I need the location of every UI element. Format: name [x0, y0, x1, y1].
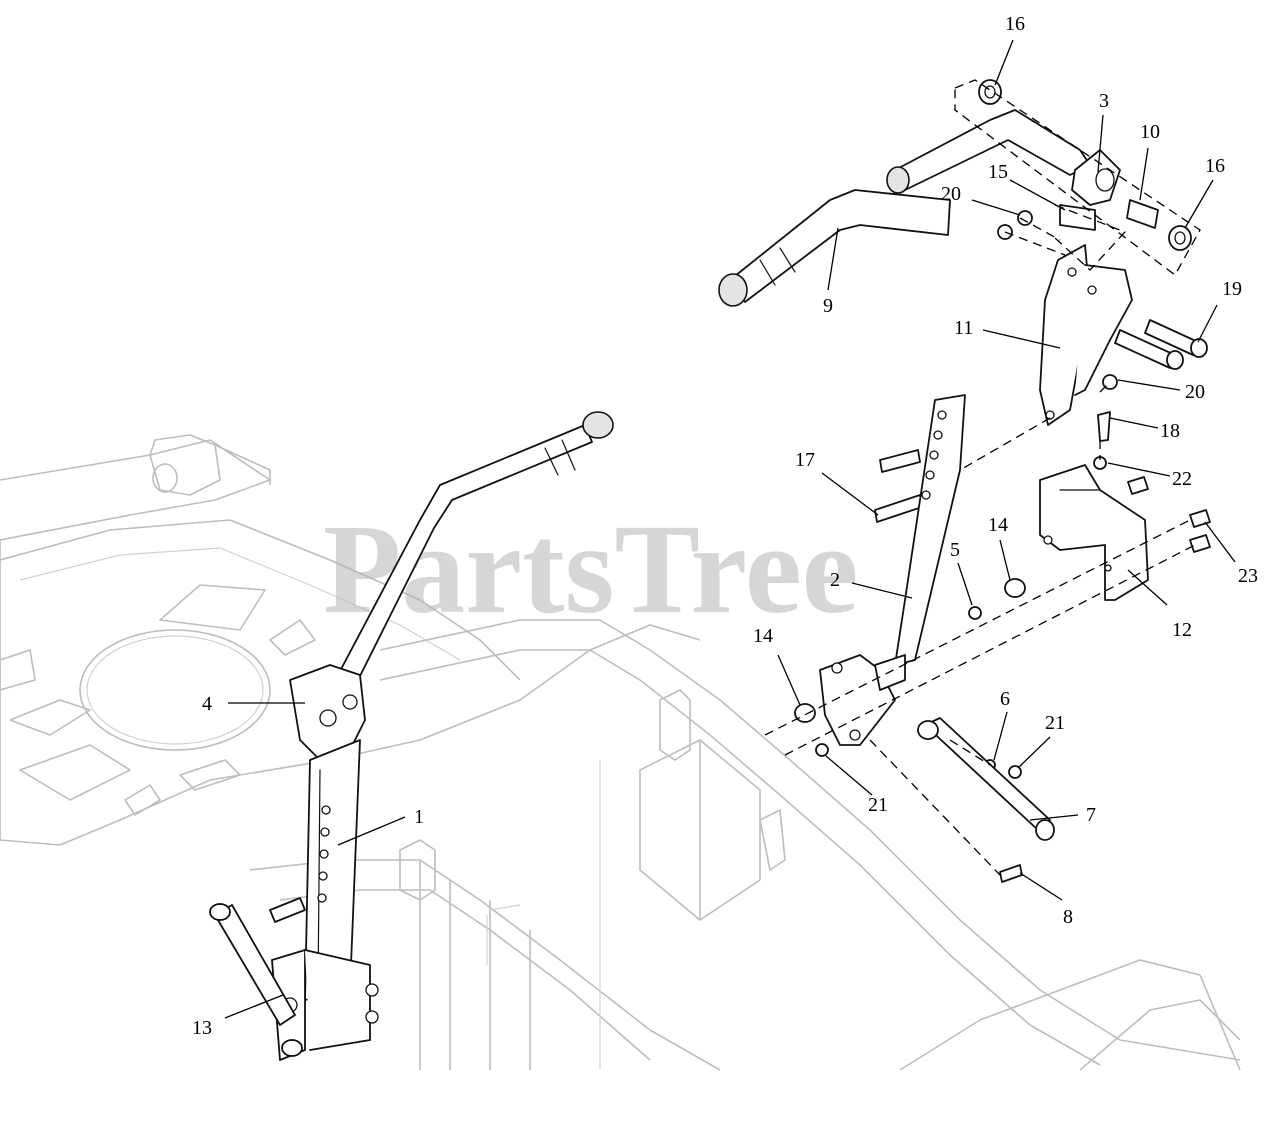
watermark: PartsTree ™	[323, 498, 948, 640]
callout-17: 17	[795, 449, 815, 471]
callout-16-top: 16	[1005, 13, 1025, 35]
right-exploded-parts	[718, 79, 1211, 883]
callout-6: 6	[1000, 688, 1010, 710]
callout-1: 1	[414, 806, 424, 828]
callout-3: 3	[1099, 90, 1109, 112]
callout-14-right: 14	[988, 514, 1008, 536]
callout-16-right: 16	[1205, 155, 1225, 177]
callout-19: 19	[1222, 278, 1242, 300]
callout-21-right: 21	[1045, 712, 1065, 734]
callout-8: 8	[1063, 906, 1073, 928]
leader-lines	[224, 39, 1236, 1019]
callout-18: 18	[1160, 420, 1180, 442]
callout-7: 7	[1086, 804, 1096, 826]
callout-10: 10	[1140, 121, 1160, 143]
callout-12: 12	[1172, 619, 1192, 641]
callout-20-right: 20	[1185, 381, 1205, 403]
callout-4: 4	[202, 693, 212, 715]
assembly-dash-lines	[764, 79, 1201, 876]
left-control-assembly	[209, 411, 614, 1061]
callout-9: 9	[823, 295, 833, 317]
callout-5: 5	[950, 539, 960, 561]
callout-11: 11	[954, 317, 973, 339]
callout-14-left: 14	[753, 625, 773, 647]
callout-22: 22	[1172, 468, 1192, 490]
mower-frame	[0, 434, 1241, 1071]
callout-23: 23	[1238, 565, 1258, 587]
callout-21-left: 21	[868, 794, 888, 816]
callout-20-top: 20	[941, 183, 961, 205]
callout-13: 13	[192, 1017, 212, 1039]
callout-15: 15	[988, 161, 1008, 183]
callout-2: 2	[830, 569, 840, 591]
callout-labels: 16 3 10 16 15 20 9 19 11 20 18 17 22 14 …	[192, 13, 1258, 1039]
